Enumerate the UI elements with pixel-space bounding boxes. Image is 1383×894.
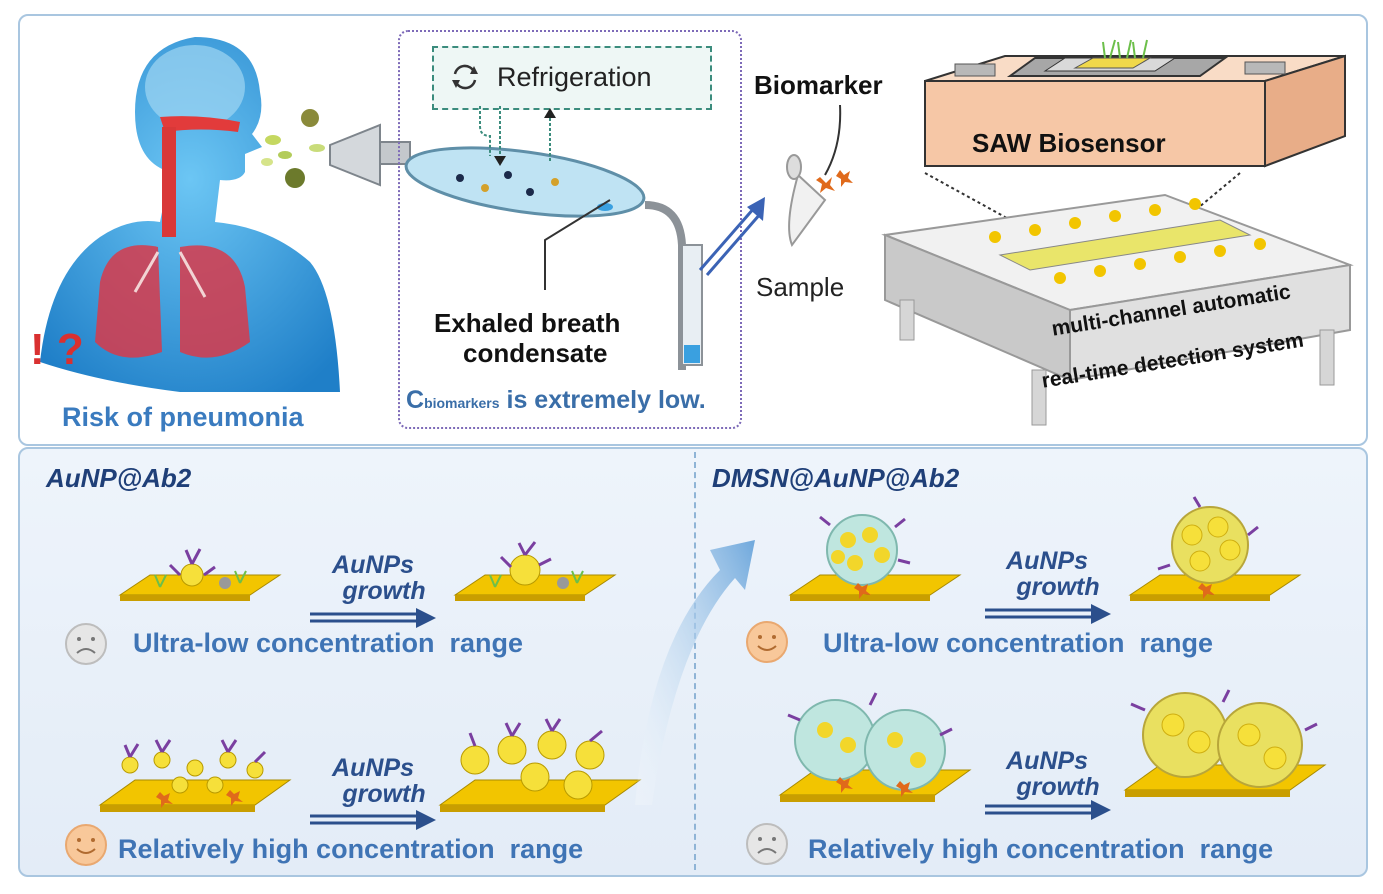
growth-label-right-top: AuNPs growth bbox=[982, 548, 1112, 600]
growth-line2: growth bbox=[1016, 573, 1100, 601]
smile-face-icon bbox=[746, 621, 788, 663]
zoom-dotted-lines bbox=[924, 172, 1241, 229]
growth-label-left-top: AuNPs growth bbox=[308, 552, 438, 604]
sensor-chip-array bbox=[989, 198, 1266, 284]
growth-line2: growth bbox=[1016, 773, 1100, 801]
substrate-right-bottom-after bbox=[1123, 689, 1327, 797]
cooling-arrows bbox=[479, 106, 556, 166]
saw-label: SAW Biosensor bbox=[972, 128, 1166, 158]
ebc-pointer-line bbox=[544, 199, 611, 290]
sample-label: Sample bbox=[756, 272, 845, 302]
left-high-range: Relatively high concentration range bbox=[118, 834, 584, 864]
substrate-left-top-after bbox=[453, 541, 617, 601]
concentration-c: C bbox=[406, 386, 425, 414]
refrigeration-label: Refrigeration bbox=[497, 62, 652, 92]
exhaled-particles bbox=[261, 109, 325, 188]
risk-label: Risk of pneumonia bbox=[62, 402, 304, 432]
detection-system-device bbox=[881, 193, 1354, 426]
growth-line1: AuNPs bbox=[332, 551, 414, 579]
growth-arrow-left-top bbox=[310, 608, 436, 628]
left-section-title: AuNP@Ab2 bbox=[46, 463, 192, 493]
transfer-arrow bbox=[698, 197, 765, 276]
right-high-range: Relatively high concentration range bbox=[808, 834, 1274, 864]
substrate-left-top-before bbox=[118, 548, 282, 601]
growth-label-left-bottom: AuNPs growth bbox=[308, 755, 438, 807]
growth-line1: AuNPs bbox=[1006, 747, 1088, 775]
ebc-label-line1: Exhaled breath bbox=[434, 308, 621, 338]
alert-marks: ! ? bbox=[30, 325, 84, 374]
breath-collector-device bbox=[329, 123, 703, 370]
growth-line2: growth bbox=[342, 577, 426, 605]
substrate-right-top-before bbox=[788, 514, 962, 601]
substrate-left-bottom-after bbox=[438, 718, 642, 812]
biomarker-label: Biomarker bbox=[754, 70, 883, 100]
sample-tube bbox=[786, 104, 853, 248]
substrate-right-bottom-before bbox=[778, 692, 972, 802]
growth-arrow-right-top bbox=[985, 604, 1111, 624]
concentration-suffix: is extremely low. bbox=[499, 386, 706, 414]
growth-arrow-right-bottom bbox=[985, 800, 1111, 820]
bottom-divider bbox=[694, 452, 696, 870]
concentration-subscript: biomarkers bbox=[424, 395, 500, 411]
substrate-left-bottom-before bbox=[98, 739, 292, 812]
growth-label-right-bottom: AuNPs growth bbox=[982, 748, 1112, 800]
frown-face-icon bbox=[746, 823, 788, 865]
growth-line1: AuNPs bbox=[332, 754, 414, 782]
right-ultra-low-range: Ultra-low concentration range bbox=[823, 628, 1214, 658]
growth-line2: growth bbox=[342, 780, 426, 808]
smile-face-icon bbox=[65, 824, 107, 866]
concentration-note: Cbiomarkers is extremely low. bbox=[406, 386, 706, 415]
section-transition-arrow bbox=[635, 540, 755, 805]
growth-arrow-left-bottom bbox=[310, 810, 436, 830]
saw-biosensor-chip bbox=[924, 39, 1346, 168]
frown-face-icon bbox=[65, 623, 107, 665]
human-figure-illustration bbox=[40, 37, 340, 392]
ebc-label-line2: condensate bbox=[463, 338, 608, 368]
refrigeration-box bbox=[432, 46, 712, 110]
refresh-icon bbox=[452, 64, 478, 90]
condensate-dotted-box bbox=[398, 30, 742, 429]
left-ultra-low-range: Ultra-low concentration range bbox=[133, 628, 524, 658]
right-section-title: DMSN@AuNP@Ab2 bbox=[712, 463, 960, 493]
growth-line1: AuNPs bbox=[1006, 547, 1088, 575]
substrate-right-top-after bbox=[1128, 496, 1302, 601]
